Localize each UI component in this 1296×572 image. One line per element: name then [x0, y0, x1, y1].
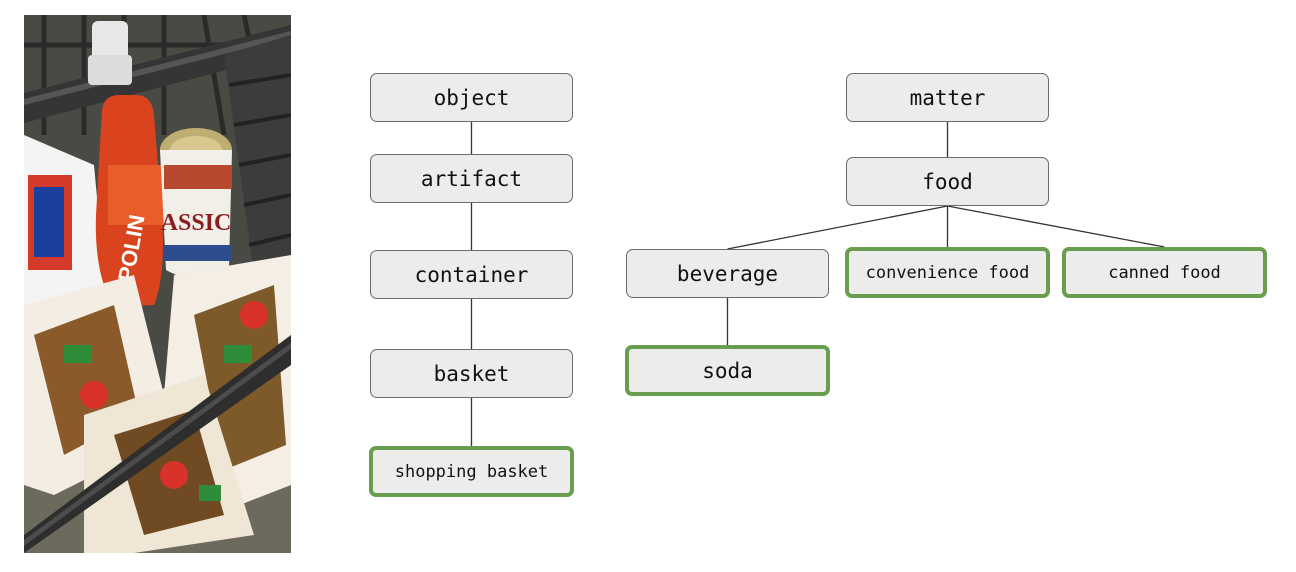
node-convenience-food: convenience food	[845, 247, 1050, 298]
node-shopping-basket: shopping basket	[369, 446, 574, 497]
node-food: food	[846, 157, 1049, 206]
can-label: ASSIC	[161, 210, 232, 236]
node-beverage: beverage	[626, 249, 829, 298]
edge-food-beverage	[727, 205, 948, 250]
node-canned-food: canned food	[1062, 247, 1267, 298]
shopping-basket-photo: NAPOLIN ASSIC	[24, 15, 291, 553]
node-basket: basket	[370, 349, 573, 398]
node-soda: soda	[625, 345, 830, 396]
node-matter: matter	[846, 73, 1049, 122]
node-container: container	[370, 250, 573, 299]
edge-food-canned-food	[947, 205, 1165, 248]
node-artifact: artifact	[370, 154, 573, 203]
node-object: object	[370, 73, 573, 122]
